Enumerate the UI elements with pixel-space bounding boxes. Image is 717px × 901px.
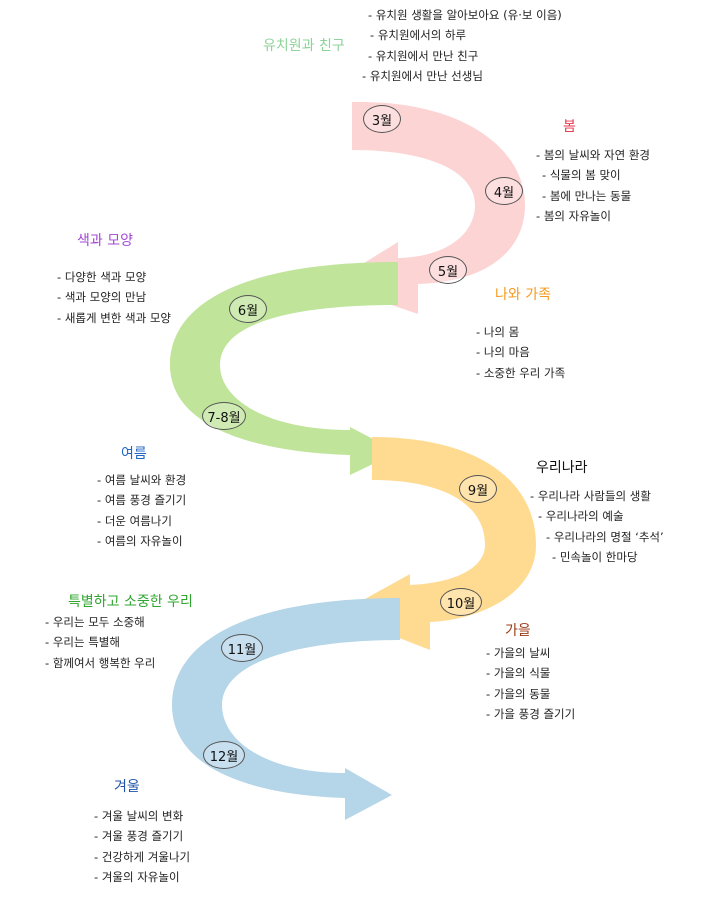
list-item: 가을의 동물 xyxy=(486,684,575,704)
list-item: 가을 풍경 즐기기 xyxy=(486,704,575,724)
topic-title-color-shape: 색과 모양 xyxy=(77,233,133,249)
list-item: 함께여서 행복한 우리 xyxy=(45,653,156,673)
topic-title-winter: 겨울 xyxy=(114,779,140,795)
arrow-summer xyxy=(170,262,398,475)
list-item: 가을의 식물 xyxy=(486,663,575,683)
list-item: 여름 날씨와 환경 xyxy=(97,470,186,490)
month-badge-may: 5월 xyxy=(429,256,467,284)
list-item: 건강하게 겨울나기 xyxy=(94,847,190,867)
list-item: 더운 여름나기 xyxy=(97,511,186,531)
list-item: 유치원에서 만난 선생님 xyxy=(362,66,562,86)
month-badge-november: 11월 xyxy=(221,634,263,662)
arrow-spring xyxy=(330,101,525,314)
arrow-winter xyxy=(172,598,400,820)
topic-list-summer: 여름 날씨와 환경 여름 풍경 즐기기 더운 여름나기 여름의 자유놀이 xyxy=(97,470,186,551)
list-item: 다양한 색과 모양 xyxy=(57,267,171,287)
list-item: 봄에 만나는 동물 xyxy=(536,186,650,206)
topic-title-special: 특별하고 소중한 우리 xyxy=(68,594,193,610)
list-item: 민속놀이 한마당 xyxy=(530,547,664,567)
list-item: 우리나라의 명절 ‘추석’ xyxy=(530,527,664,547)
topic-list-me-family: 나의 몸 나의 마음 소중한 우리 가족 xyxy=(476,322,565,383)
month-badge-december: 12월 xyxy=(203,741,245,769)
list-item: 우리는 모두 소중해 xyxy=(45,612,155,632)
topic-title-spring: 봄 xyxy=(563,119,576,135)
topic-list-kindergarten: 유치원 생활을 알아보아요 (유·보 이음) 유치원에서의 하루 유치원에서 만… xyxy=(362,5,562,86)
list-item: 새롭게 변한 색과 모양 xyxy=(57,308,171,328)
list-item: 여름의 자유놀이 xyxy=(97,531,186,551)
list-item: 나의 몸 xyxy=(476,322,565,342)
topic-list-autumn: 가을의 날씨 가을의 식물 가을의 동물 가을 풍경 즐기기 xyxy=(486,643,575,724)
list-item: 여름 풍경 즐기기 xyxy=(97,490,186,510)
topic-list-country: 우리나라 사람들의 생활 우리나라의 예술 우리나라의 명절 ‘추석’ 민속놀이… xyxy=(530,486,664,567)
topic-list-color-shape: 다양한 색과 모양 색과 모양의 만남 새롭게 변한 색과 모양 xyxy=(57,267,171,328)
topic-title-kindergarten: 유치원과 친구 xyxy=(263,38,345,54)
list-item: 우리는 특별해 xyxy=(45,632,155,652)
month-badge-september: 9월 xyxy=(459,475,497,503)
list-item: 봄의 자유놀이 xyxy=(536,206,650,226)
month-badge-july-august: 7-8월 xyxy=(202,402,246,430)
list-item: 나의 마음 xyxy=(476,342,565,362)
topic-title-country: 우리나라 xyxy=(536,460,588,476)
list-item: 겨울 날씨의 변화 xyxy=(94,806,190,826)
month-badge-june: 6월 xyxy=(229,295,267,323)
list-item: 유치원에서의 하루 xyxy=(362,25,562,45)
month-badge-october: 10월 xyxy=(440,588,482,616)
topic-title-summer: 여름 xyxy=(121,446,147,462)
month-badge-march: 3월 xyxy=(363,105,401,133)
topic-title-autumn: 가을 xyxy=(505,623,531,639)
list-item: 식물의 봄 맞이 xyxy=(536,165,650,185)
month-badge-april: 4월 xyxy=(485,177,523,205)
topic-list-winter: 겨울 날씨의 변화 겨울 풍경 즐기기 건강하게 겨울나기 겨울의 자유놀이 xyxy=(94,806,190,887)
list-item: 우리나라의 예술 xyxy=(530,506,664,526)
list-item: 봄의 날씨와 자연 환경 xyxy=(536,145,650,165)
topic-list-special: 우리는 모두 소중해 우리는 특별해 함께여서 행복한 우리 xyxy=(45,612,156,673)
list-item: 가을의 날씨 xyxy=(486,643,575,663)
list-item: 겨울 풍경 즐기기 xyxy=(94,826,190,846)
topic-list-spring: 봄의 날씨와 자연 환경 식물의 봄 맞이 봄에 만나는 동물 봄의 자유놀이 xyxy=(536,145,650,226)
list-item: 소중한 우리 가족 xyxy=(476,363,565,383)
list-item: 유치원에서 만난 친구 xyxy=(362,46,562,66)
topic-title-me-family: 나와 가족 xyxy=(495,287,551,303)
list-item: 겨울의 자유놀이 xyxy=(94,867,190,887)
list-item: 우리나라 사람들의 생활 xyxy=(530,486,664,506)
list-item: 유치원 생활을 알아보아요 (유·보 이음) xyxy=(362,5,562,25)
list-item: 색과 모양의 만남 xyxy=(57,287,171,307)
